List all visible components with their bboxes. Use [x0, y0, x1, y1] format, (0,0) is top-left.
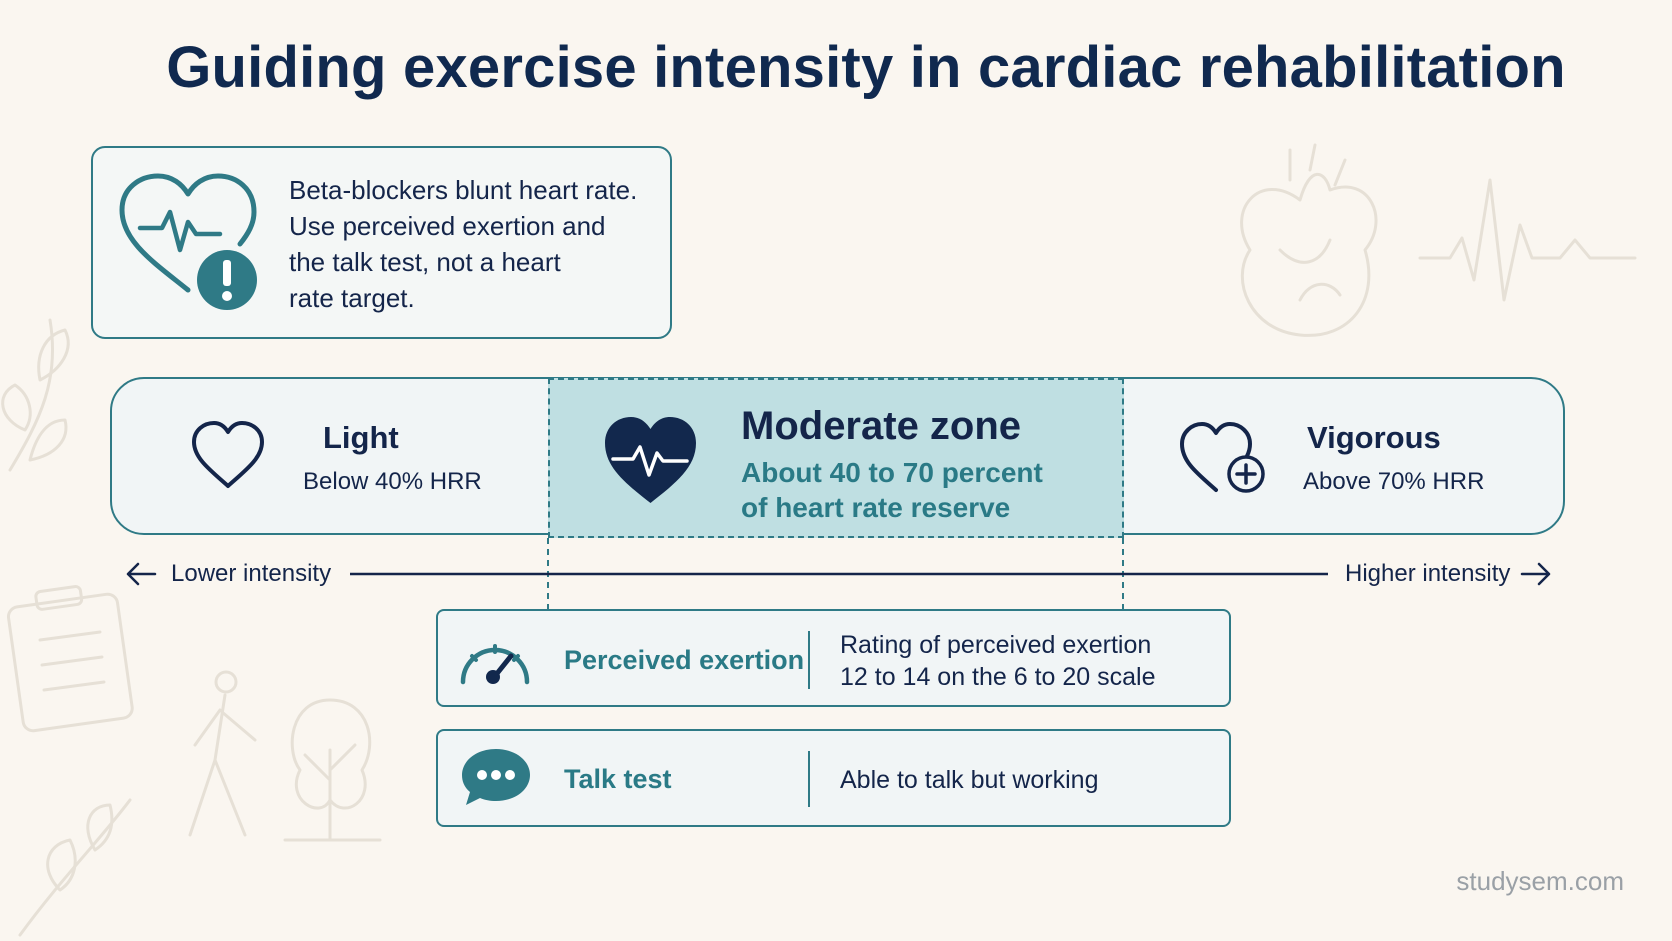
detail-line: Able to talk but working — [840, 766, 1099, 794]
moderate-detail-line: About 40 to 70 percent — [741, 457, 1043, 488]
vigorous-zone-detail: Above 70% HRR — [1303, 468, 1485, 495]
perceived-exertion-detail: Rating of perceived exertion 12 to 14 on… — [840, 629, 1156, 693]
note-line: Use perceived exertion and — [289, 211, 606, 241]
beta-blocker-note-text: Beta-blockers blunt heart rate. Use perc… — [289, 172, 669, 316]
detail-line: Rating of perceived exertion — [840, 631, 1152, 659]
speech-bubble-icon — [462, 749, 530, 805]
site-watermark: studysem.com — [1456, 866, 1624, 896]
talk-test-row — [436, 729, 1231, 827]
lower-intensity-label: Lower intensity — [171, 560, 332, 587]
row-divider — [808, 751, 810, 807]
page-title: Guiding exercise intensity in cardiac re… — [166, 35, 1566, 100]
row-divider — [808, 631, 810, 689]
note-line: the talk test, not a heart — [289, 247, 561, 277]
heart-pulse-icon — [605, 417, 696, 503]
heart-with-warning-icon — [119, 173, 257, 310]
vigorous-zone-label: Vigorous — [1307, 420, 1441, 455]
heart-plus-icon — [1180, 422, 1265, 493]
moderate-zone-detail: About 40 to 70 percent of heart rate res… — [741, 455, 1043, 525]
gauge-icon — [460, 644, 530, 685]
note-line: rate target. — [289, 283, 415, 313]
light-zone-label: Light — [323, 420, 399, 455]
light-zone-detail: Below 40% HRR — [303, 468, 482, 495]
perceived-exertion-row — [436, 609, 1231, 707]
moderate-detail-line: of heart rate reserve — [741, 492, 1011, 523]
perceived-exertion-label: Perceived exertion — [564, 645, 805, 675]
talk-test-label: Talk test — [564, 764, 672, 794]
heart-outline-icon — [192, 421, 264, 488]
talk-test-detail: Able to talk but working — [840, 764, 1098, 796]
higher-intensity-label: Higher intensity — [1345, 560, 1511, 587]
note-line: Beta-blockers blunt heart rate. — [289, 175, 638, 205]
detail-line: 12 to 14 on the 6 to 20 scale — [840, 663, 1156, 691]
beta-blocker-note-card — [91, 146, 672, 339]
moderate-zone-label: Moderate zone — [741, 404, 1022, 448]
